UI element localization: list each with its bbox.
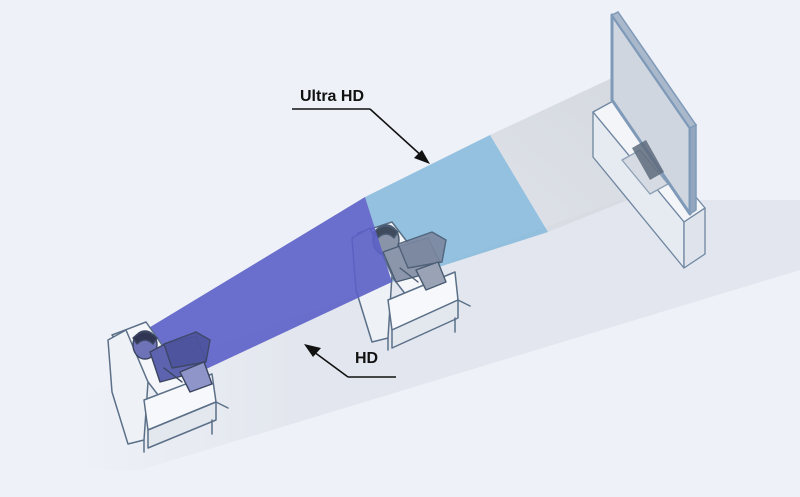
- near-viewer-person: [132, 330, 213, 393]
- far-viewer-person: [372, 224, 447, 291]
- hd-callout-arrow: [304, 344, 396, 378]
- ultra-hd-label: Ultra HD: [300, 88, 365, 105]
- television-icon: [610, 11, 698, 216]
- floor-shadow: [80, 200, 800, 470]
- hd-label: HD: [355, 350, 379, 367]
- ultra-hd-callout-arrow: [292, 108, 430, 164]
